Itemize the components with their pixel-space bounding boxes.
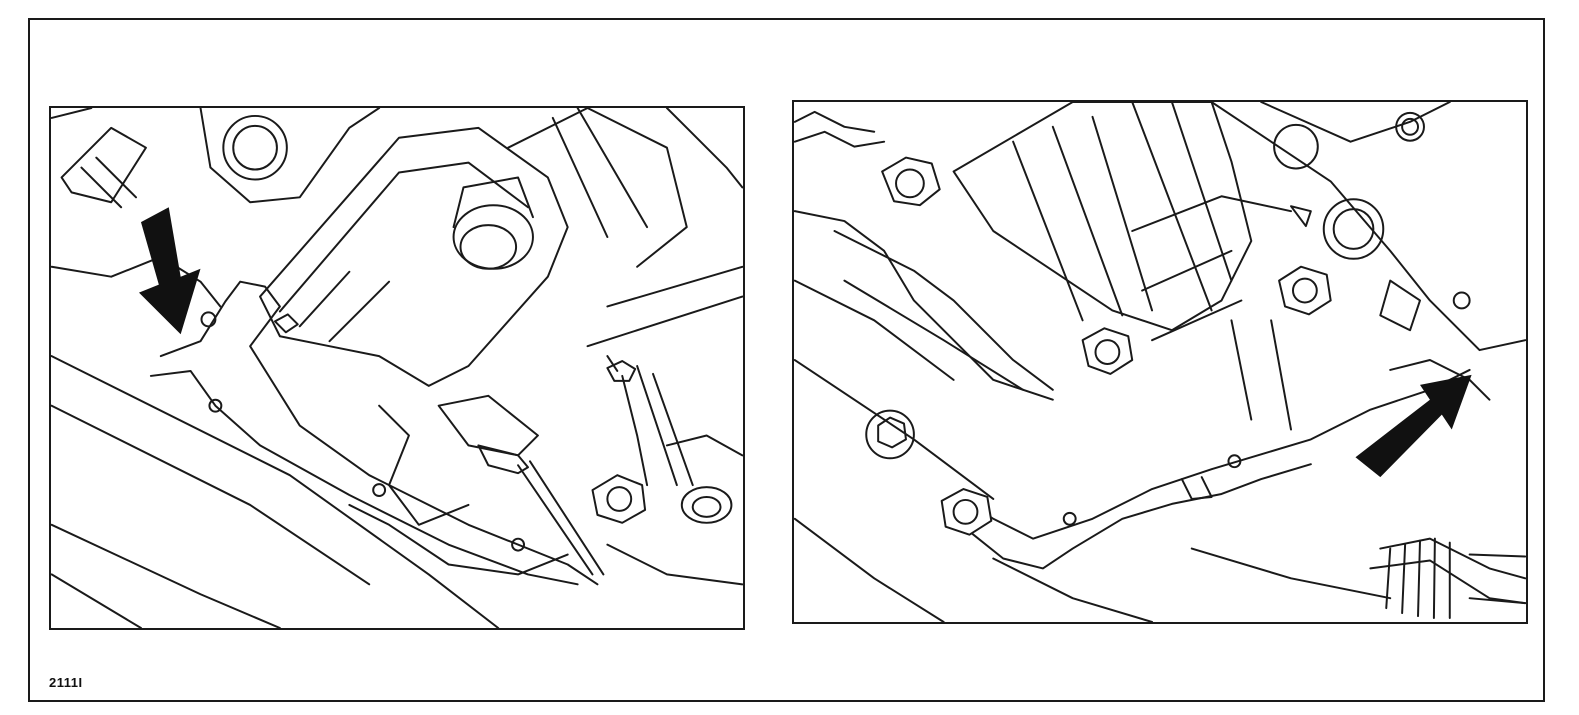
left-engine-drawing <box>51 108 743 628</box>
hex-bolt-center <box>1081 327 1134 375</box>
hex-bolt-right <box>1278 265 1332 316</box>
panel-left-illustration <box>49 106 745 630</box>
hex-bolt-top-left <box>881 156 941 207</box>
arrow-down-indicator <box>138 207 201 335</box>
arrow-up-right-indicator <box>1355 374 1472 478</box>
right-engine-drawing <box>794 102 1526 622</box>
hex-bolt-lower-left <box>940 488 993 536</box>
figure-frame: 2111I <box>28 18 1545 702</box>
panel-right-illustration <box>792 100 1528 624</box>
figure-reference-code: 2111I <box>49 675 83 690</box>
